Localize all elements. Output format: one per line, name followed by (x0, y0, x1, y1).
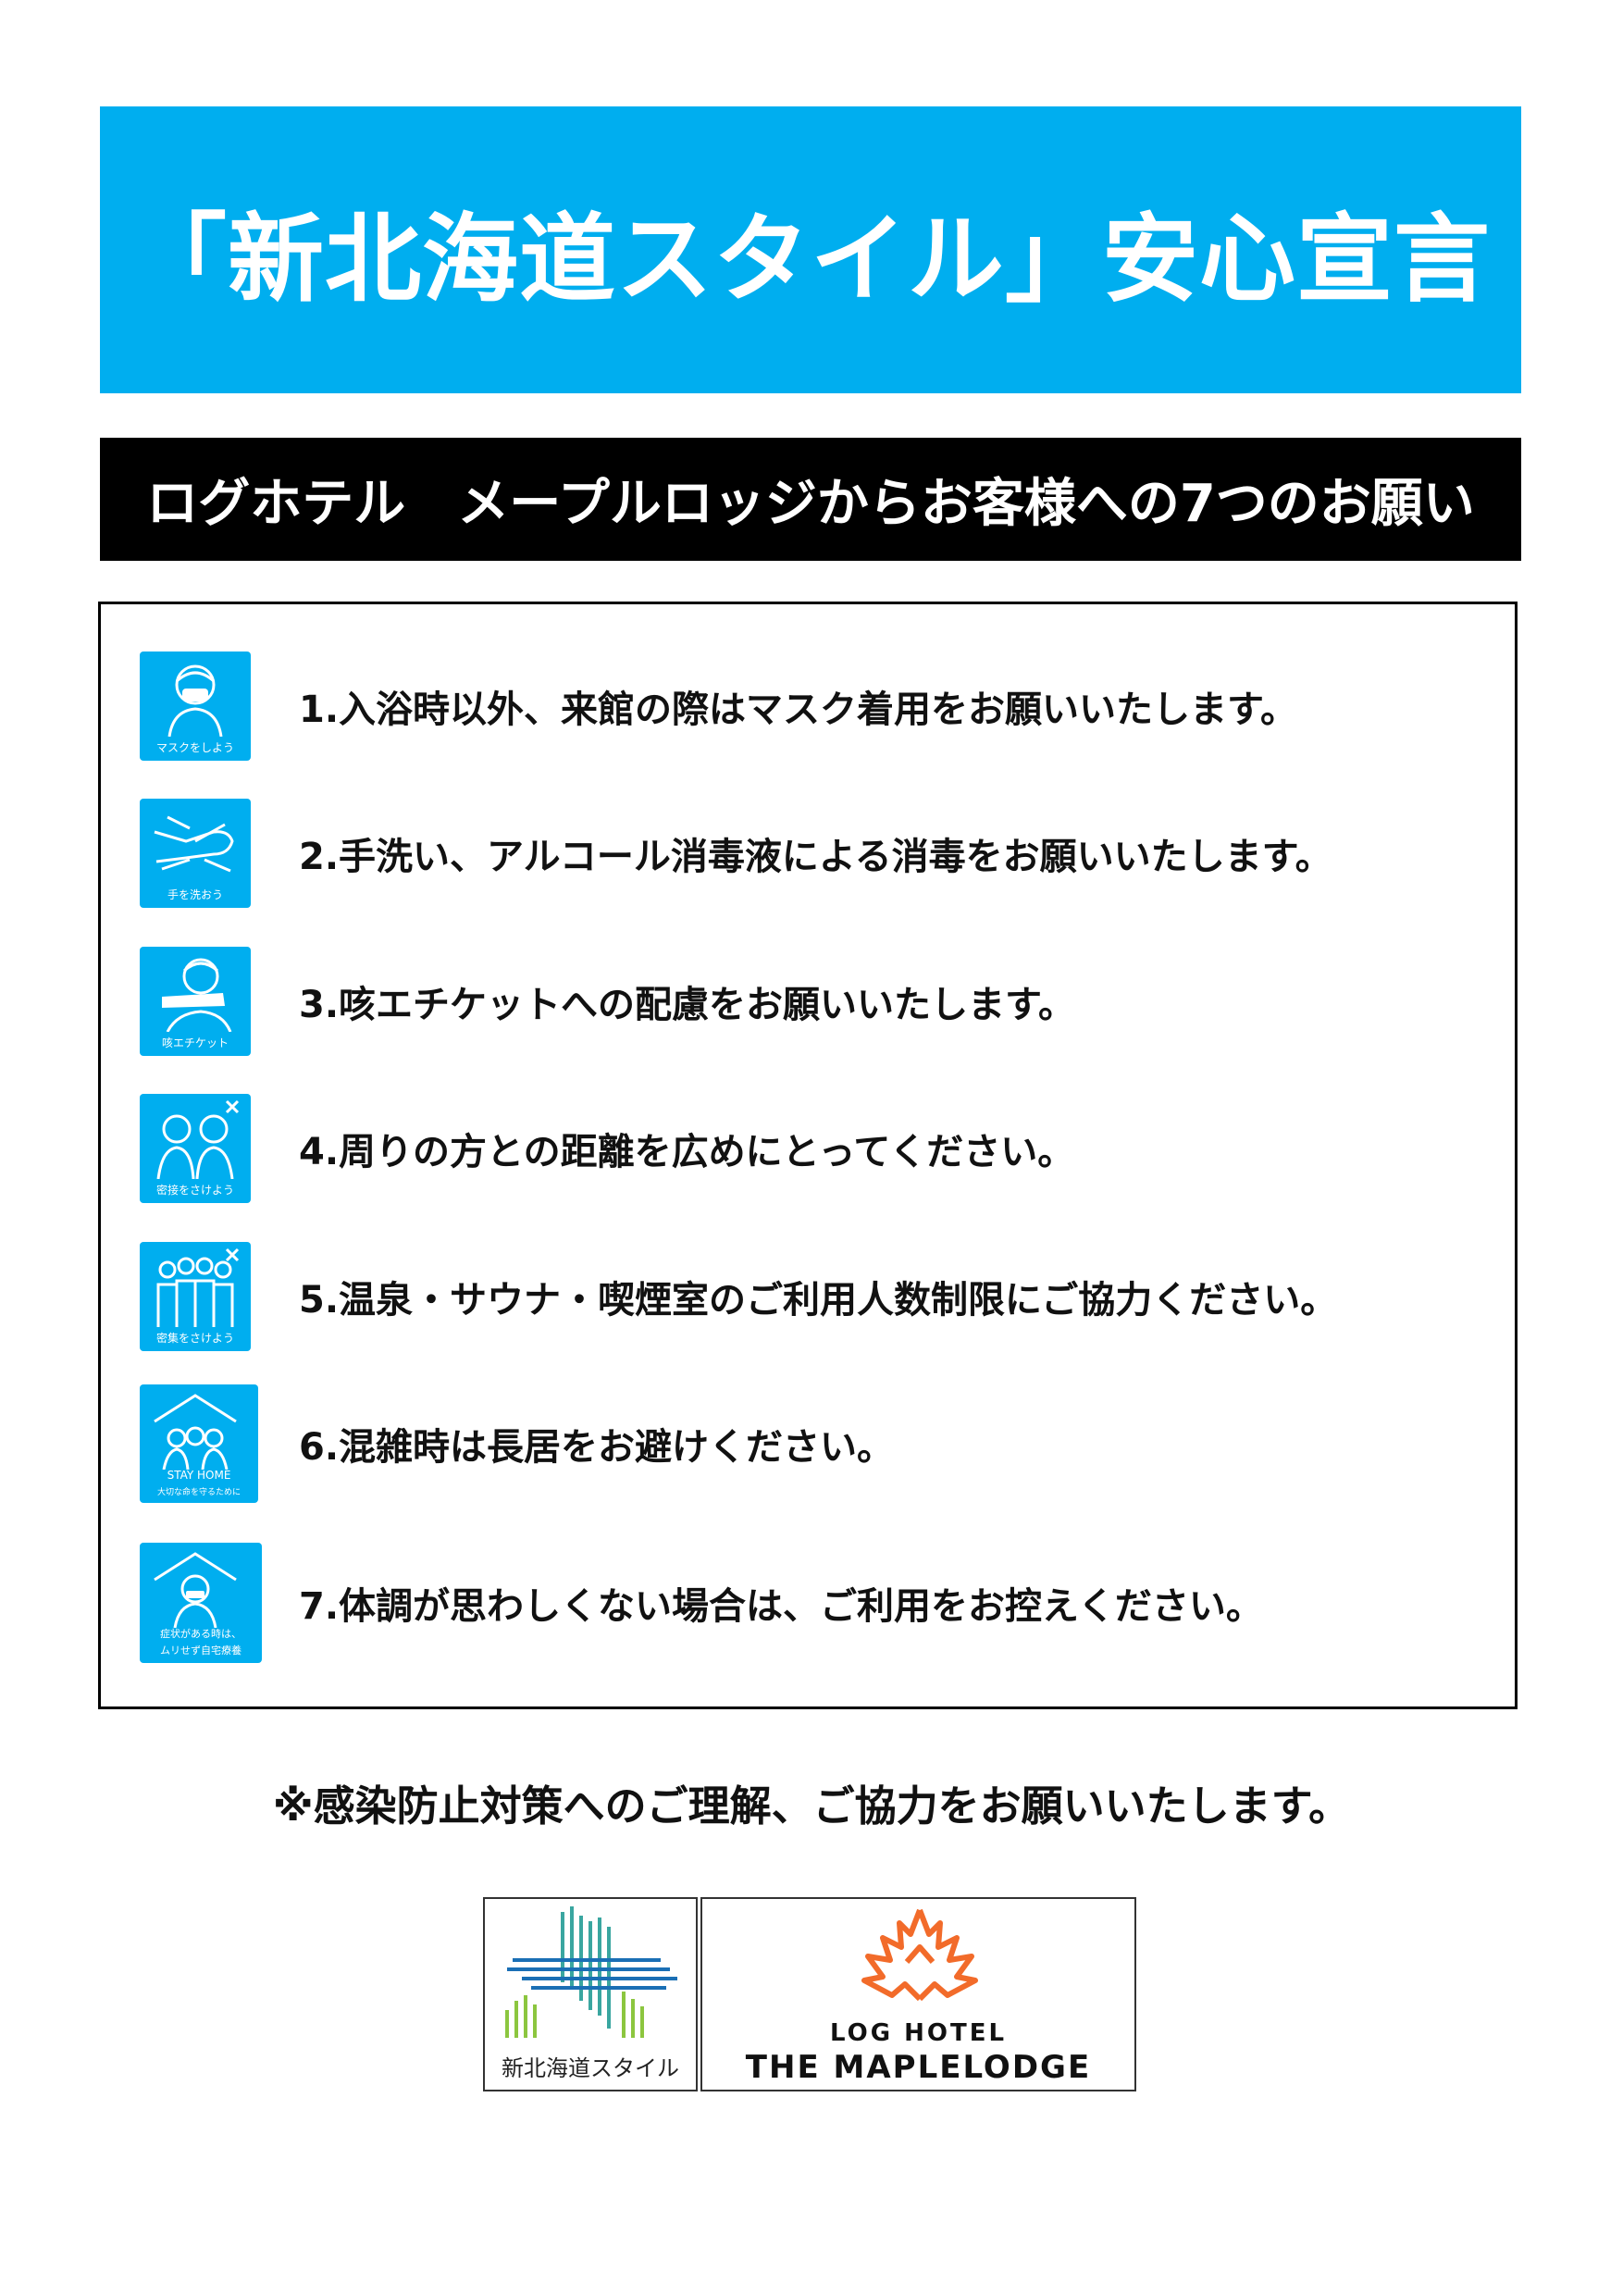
rule-text: 7.体調が思わしくない場合は、ご利用をお控えください。 (299, 1585, 1263, 1628)
maplelodge-logo: LOG HOTEL THE MAPLELODGE (700, 1897, 1136, 2091)
rule-text: 2.手洗い、アルコール消毒液による消毒をお願いいたします。 (299, 836, 1332, 878)
rule-item-5: 密集をさけよう 5.温泉・サウナ・喫煙室のご利用人数制限にご協力ください。 (140, 1240, 1472, 1353)
icon-caption: 咳エチケット (161, 1036, 229, 1049)
logo-right-line1: LOG HOTEL (829, 2019, 1008, 2047)
logo-left-text: 新北海道スタイル (502, 2055, 679, 2081)
rule-text: 6.混雑時は長居をお避けください。 (299, 1426, 895, 1469)
maple-leaf-icon (861, 1908, 978, 2002)
icon-caption-sub: 大切な命を守るために (156, 1488, 241, 1497)
mask-icon: マスクをしよう (140, 652, 251, 761)
logo-right-line2: THE MAPLELODGE (745, 2049, 1092, 2086)
rule-item-1: マスクをしよう 1.入浴時以外、来館の際はマスク着用をお願いいたします。 (140, 650, 1472, 763)
rule-text: 3.咳エチケットへの配慮をお願いいたします。 (299, 984, 1076, 1026)
icon-caption: 密接をさけよう (155, 1184, 234, 1197)
cough-etiquette-icon: 咳エチケット (140, 947, 251, 1056)
icon-caption: 手を洗おう (167, 888, 223, 901)
page-subtitle: ログホテル メープルロッジからお客様への7つのお願い (146, 474, 1475, 534)
rule-item-4: 密接をさけよう 4.周りの方との距離を広めにとってください。 (140, 1092, 1472, 1205)
rule-item-7: 症状がある時は、 ムリせず自宅療養 7.体調が思わしくない場合は、ご利用をお控え… (140, 1543, 1472, 1663)
subtitle-banner: ログホテル メープルロッジからお客様への7つのお願い (100, 438, 1521, 561)
stay-home-if-sick-icon: 症状がある時は、 ムリせず自宅療養 (140, 1543, 262, 1663)
icon-caption: 症状がある時は、 (160, 1628, 242, 1640)
rule-item-3: 咳エチケット 3.咳エチケットへの配慮をお願いいたします。 (140, 945, 1472, 1058)
rules-box: マスクをしよう 1.入浴時以外、来館の際はマスク着用をお願いいたします。 手を洗… (98, 602, 1518, 1709)
rule-item-2: 手を洗おう 2.手洗い、アルコール消毒液による消毒をお願いいたします。 (140, 797, 1472, 910)
title-banner: 「新北海道スタイル」安心宣言 (100, 106, 1521, 393)
logos: 新北海道スタイル LOG HOTEL THE MAPLELODGE (483, 1897, 1136, 2091)
icon-caption: マスクをしよう (155, 741, 234, 754)
avoid-crowds-icon: 密集をさけよう (140, 1242, 251, 1351)
rule-text: 5.温泉・サウナ・喫煙室のご利用人数制限にご協力ください。 (299, 1279, 1338, 1322)
icon-caption: 密集をさけよう (155, 1332, 234, 1345)
avoid-close-contact-icon: 密接をさけよう (140, 1094, 251, 1203)
new-hokkaido-style-logo: 新北海道スタイル (483, 1897, 698, 2091)
stay-home-icon: STAY HOME 大切な命を守るために (140, 1384, 258, 1503)
icon-caption: STAY HOME (167, 1469, 231, 1482)
footer-note: ※感染防止対策へのご理解、ご協力をお願いいたします。 (272, 1781, 1351, 1831)
rule-text: 4.周りの方との距離を広めにとってください。 (299, 1131, 1075, 1173)
handwash-icon: 手を洗おう (140, 799, 251, 908)
icon-caption-sub: ムリせず自宅療養 (160, 1644, 242, 1657)
page-title: 「新北海道スタイル」安心宣言 (130, 202, 1491, 316)
rule-text: 1.入浴時以外、来館の際はマスク着用をお願いいたします。 (299, 689, 1298, 731)
rule-item-6: STAY HOME 大切な命を守るために 6.混雑時は長居をお避けください。 (140, 1384, 1472, 1503)
new-hokkaido-style-logo-mark (505, 1906, 677, 2038)
